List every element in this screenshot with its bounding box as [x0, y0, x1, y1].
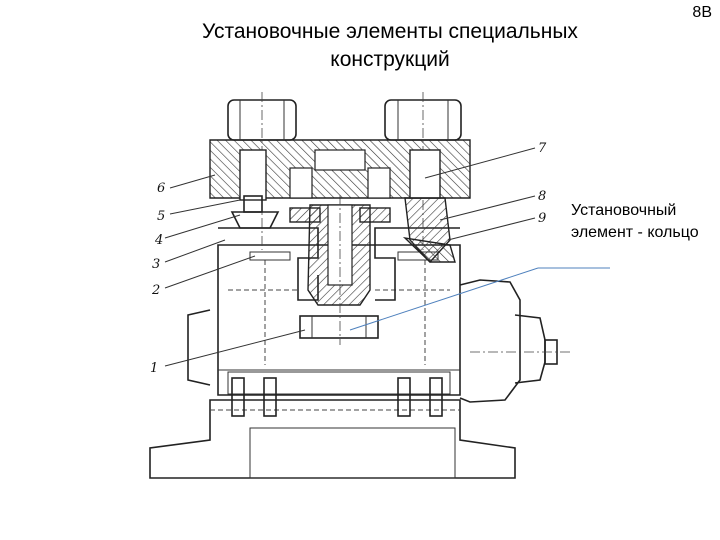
part-label-6: 6 — [157, 181, 165, 196]
part-label-7: 7 — [538, 141, 547, 156]
leader-lines — [164, 147, 536, 367]
part-label-9: 9 — [538, 211, 546, 226]
part-label-5: 5 — [157, 209, 165, 224]
fixture-outline — [149, 92, 570, 479]
part-label-2: 2 — [151, 283, 160, 298]
part-label-3: 3 — [152, 257, 160, 272]
part-labels: 1 2 3 4 5 6 7 8 9 — [150, 141, 547, 376]
annotation-leader-line — [349, 267, 539, 331]
part-label-4: 4 — [154, 233, 163, 248]
annotation-text: Установочный элемент - кольцо — [571, 202, 699, 241]
slide-number: 8В — [692, 4, 712, 21]
part-label-1: 1 — [150, 361, 158, 376]
part-label-8: 8 — [538, 189, 546, 204]
slide-title: Установочные элементы специальных констр… — [202, 20, 578, 71]
